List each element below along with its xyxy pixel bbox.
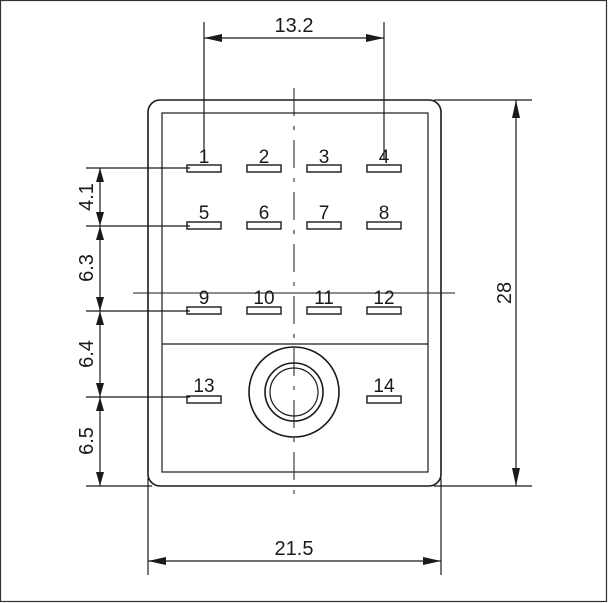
- dimension-label-height: 28: [494, 282, 516, 304]
- dimension-label-row-gap-4: 6.5: [76, 427, 98, 455]
- pin-label-5: 5: [199, 203, 210, 224]
- pin-pad-3: [306, 164, 342, 173]
- pin-pads: [186, 164, 402, 404]
- arrowhead: [96, 212, 104, 226]
- pin-label-8: 8: [379, 203, 390, 224]
- arrowhead: [512, 100, 520, 118]
- arrowhead: [96, 226, 104, 240]
- dimension-label-row-gap-3: 6.4: [76, 340, 98, 368]
- pin-pad-4: [366, 164, 402, 173]
- dimension-left: [86, 167, 190, 487]
- arrowhead: [96, 472, 104, 486]
- arrowhead: [96, 311, 104, 325]
- arrowhead: [96, 397, 104, 411]
- pin-label-12: 12: [373, 288, 394, 309]
- pin-pad-6: [246, 221, 282, 230]
- dimension-label-row-gap-2: 6.3: [76, 254, 98, 282]
- arrowhead: [96, 297, 104, 311]
- dimension-bottom: [147, 478, 442, 575]
- arrowhead: [512, 468, 520, 486]
- pin-label-6: 6: [259, 203, 270, 224]
- dimension-label-row-gap-1: 4.1: [76, 183, 98, 211]
- pin-label-9: 9: [199, 288, 210, 309]
- center-hole-outer: [248, 346, 340, 438]
- pin-label-10: 10: [253, 288, 274, 309]
- pin-label-11: 11: [314, 288, 334, 309]
- pin-label-13: 13: [193, 376, 214, 397]
- arrowhead: [96, 168, 104, 182]
- arrowhead: [148, 557, 166, 565]
- dimension-label-pitch: 13.2: [275, 15, 314, 37]
- pin-pad-14: [366, 395, 402, 404]
- arrowhead: [423, 557, 441, 565]
- pin-pad-12: [366, 306, 402, 315]
- dimension-right: [434, 99, 532, 487]
- pin-pad-7: [306, 221, 342, 230]
- pin-label-2: 2: [259, 147, 270, 168]
- pin-pad-2: [246, 164, 282, 173]
- center-hole-mid: [264, 362, 324, 422]
- pin-label-14: 14: [373, 376, 395, 397]
- dimension-top: [203, 22, 385, 160]
- pin-label-7: 7: [319, 203, 330, 224]
- pin-pad-10: [246, 306, 282, 315]
- pin-pad-11: [306, 306, 342, 315]
- arrowhead: [96, 383, 104, 397]
- center-hole-inner: [269, 367, 319, 417]
- arrowhead: [204, 34, 222, 42]
- pin-label-3: 3: [319, 147, 330, 168]
- pin-pad-8: [366, 221, 402, 230]
- dimension-label-width: 21.5: [275, 538, 314, 560]
- pin-pad-13: [186, 395, 222, 404]
- arrowhead: [366, 34, 384, 42]
